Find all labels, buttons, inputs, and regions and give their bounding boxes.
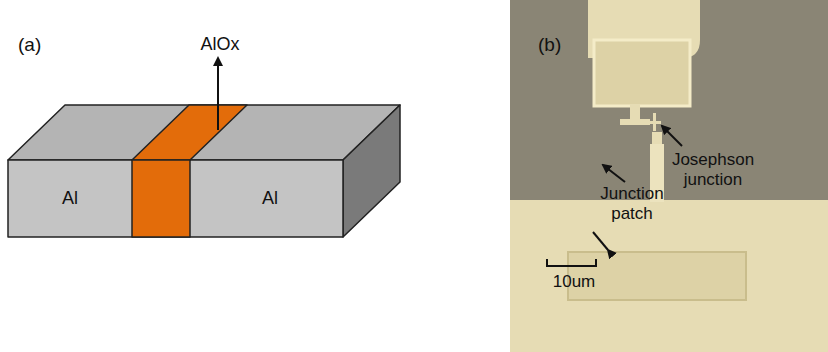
pointer-arrow [217, 58, 219, 130]
panel-label: (b) [538, 34, 578, 56]
scale-label: 10um [546, 272, 602, 292]
junction-block [8, 105, 400, 237]
material-label: Al [50, 188, 90, 209]
micrograph [510, 0, 828, 352]
pointer-arrow [662, 126, 682, 146]
panel-label: (a) [18, 34, 58, 56]
material-label: Al [250, 188, 290, 209]
pointer-arrow [593, 232, 608, 250]
scale-bar [546, 259, 597, 267]
part-label: Junction patch [588, 184, 676, 223]
part-label: Josephson junction [668, 150, 758, 189]
pointer-arrow [603, 165, 625, 182]
material-label: AlOx [190, 34, 250, 55]
